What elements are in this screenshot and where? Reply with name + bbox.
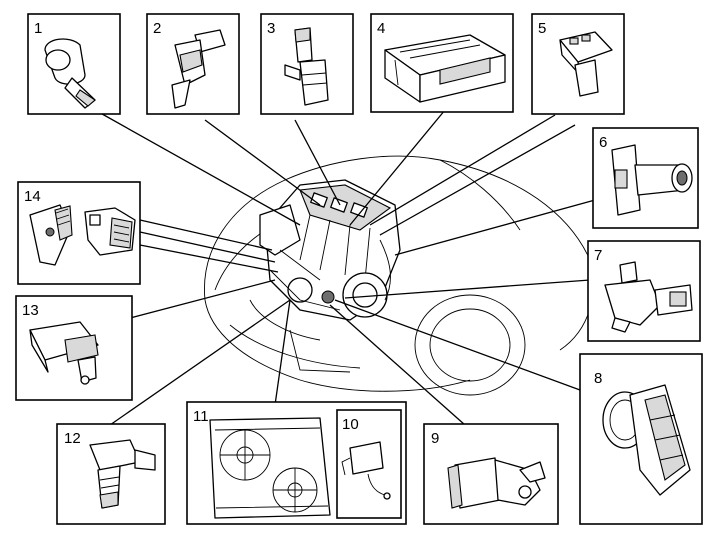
camshaft-position-sensor-icon bbox=[559, 31, 613, 97]
radiator-fan-icon bbox=[209, 417, 331, 519]
engine-control-module-icon bbox=[384, 34, 506, 103]
fan-control-module-icon bbox=[341, 441, 391, 500]
leader-4 bbox=[349, 109, 446, 226]
callout-3: 3 bbox=[260, 13, 354, 115]
leader-3 bbox=[294, 119, 341, 206]
callout-number-7: 7 bbox=[594, 247, 602, 264]
callout-14: 14 bbox=[17, 181, 141, 285]
leader-6 bbox=[394, 199, 596, 256]
manifold-pressure-sensor-icon bbox=[29, 321, 99, 385]
callout-8: 8 bbox=[579, 353, 703, 525]
ignition-coil-icon bbox=[29, 204, 73, 266]
leader-14c bbox=[139, 244, 279, 273]
callout-7: 7 bbox=[587, 240, 701, 342]
callout-number-5: 5 bbox=[538, 20, 546, 37]
callout-number-9: 9 bbox=[431, 430, 439, 447]
leader-14b bbox=[139, 231, 276, 263]
leader-5a bbox=[369, 114, 556, 226]
throttle-body-icon bbox=[602, 384, 691, 496]
callout-number-8: 8 bbox=[594, 370, 602, 387]
leader-12 bbox=[109, 299, 291, 426]
leader-1 bbox=[94, 109, 301, 226]
callout-number-14: 14 bbox=[24, 188, 41, 205]
callout-4: 4 bbox=[370, 13, 514, 113]
leader-13 bbox=[114, 279, 276, 323]
knock-sensor-icon bbox=[44, 38, 96, 109]
engine-assembly bbox=[259, 179, 401, 321]
callout-number-3: 3 bbox=[267, 20, 275, 37]
callout-number-4: 4 bbox=[377, 20, 385, 37]
callout-12: 12 bbox=[56, 423, 166, 525]
ignition-connector-icon bbox=[84, 207, 136, 256]
callout-10: 10 bbox=[336, 409, 402, 519]
oil-level-sensor-icon bbox=[89, 439, 156, 509]
callout-number-1: 1 bbox=[34, 20, 42, 37]
callout-number-13: 13 bbox=[22, 302, 39, 319]
callout-number-10: 10 bbox=[342, 416, 359, 433]
leader-2 bbox=[204, 119, 321, 206]
mass-airflow-sensor-icon bbox=[611, 144, 693, 216]
car-body-outline bbox=[204, 155, 595, 396]
leader-lines bbox=[94, 109, 596, 426]
callout-13: 13 bbox=[15, 295, 133, 401]
callout-number-12: 12 bbox=[64, 430, 81, 447]
leader-8 bbox=[334, 299, 581, 391]
callout-5: 5 bbox=[531, 13, 625, 115]
callout-9: 9 bbox=[423, 423, 559, 525]
leader-7 bbox=[344, 279, 591, 299]
callout-6: 6 bbox=[592, 127, 699, 229]
callout-number-2: 2 bbox=[153, 20, 161, 37]
coolant-pump-icon bbox=[604, 261, 693, 333]
callout-2: 2 bbox=[146, 13, 240, 115]
crankshaft-position-sensor-icon bbox=[447, 457, 546, 509]
camshaft-solenoid-icon bbox=[284, 27, 329, 106]
callout-number-6: 6 bbox=[599, 134, 607, 151]
fuel-injector-icon bbox=[171, 29, 226, 109]
leader-5b bbox=[379, 124, 576, 236]
callout-1: 1 bbox=[27, 13, 121, 115]
callout-number-11: 11 bbox=[193, 408, 209, 425]
leader-11 bbox=[274, 299, 291, 406]
leader-14a bbox=[139, 219, 273, 251]
leader-9 bbox=[329, 304, 466, 426]
